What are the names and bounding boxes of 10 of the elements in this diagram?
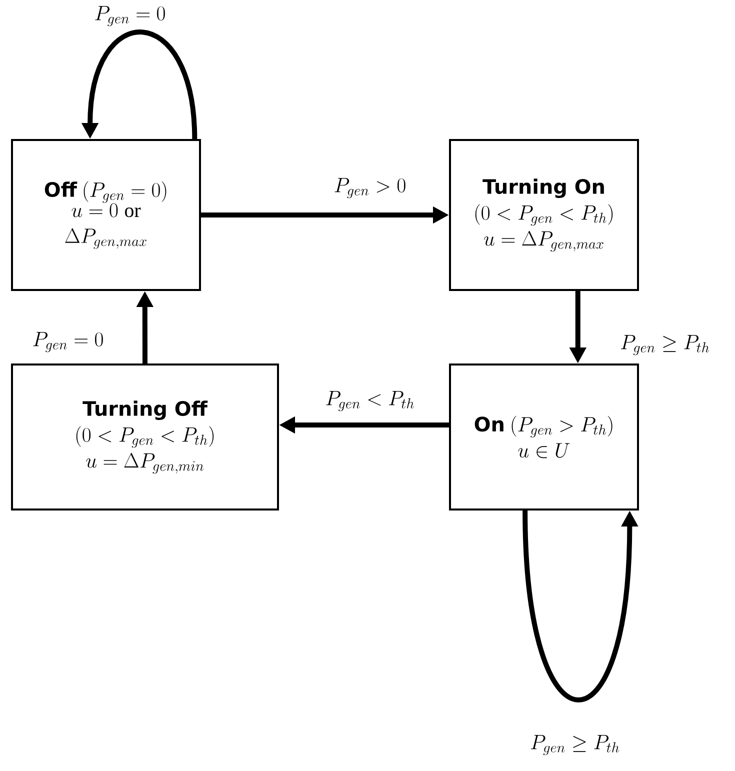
- edge-label: $P_{gen} > 0$: [332, 177, 408, 199]
- state-box: On $(P_{gen} > P_{th})$ $u \in U$: [449, 364, 639, 510]
- edge-label: $P_{gen} \geq P_{th}$: [529, 734, 621, 756]
- edge-label: $P_{gen} = 0$: [31, 331, 105, 353]
- state-box: Off $(P_{gen} = 0)$ $u = 0 \mathrel{\text{or}} \Delta P_{gen,max}$: [11, 139, 201, 291]
- state-box: Turning On $(0 < P_{gen} < P_{th})$ $u = \Delta P_{gen,max}$: [449, 139, 639, 291]
- state-box: Turning Off $(0 < P_{gen} < P_{th})$ $u = \Delta P_{gen,min}$: [11, 364, 279, 510]
- edge-label: $P_{gen} = 0$: [93, 5, 167, 27]
- edge-label: $P_{gen} < P_{th}$: [324, 390, 416, 412]
- edge-label: $P_{gen} \geq P_{th}$: [619, 334, 711, 356]
